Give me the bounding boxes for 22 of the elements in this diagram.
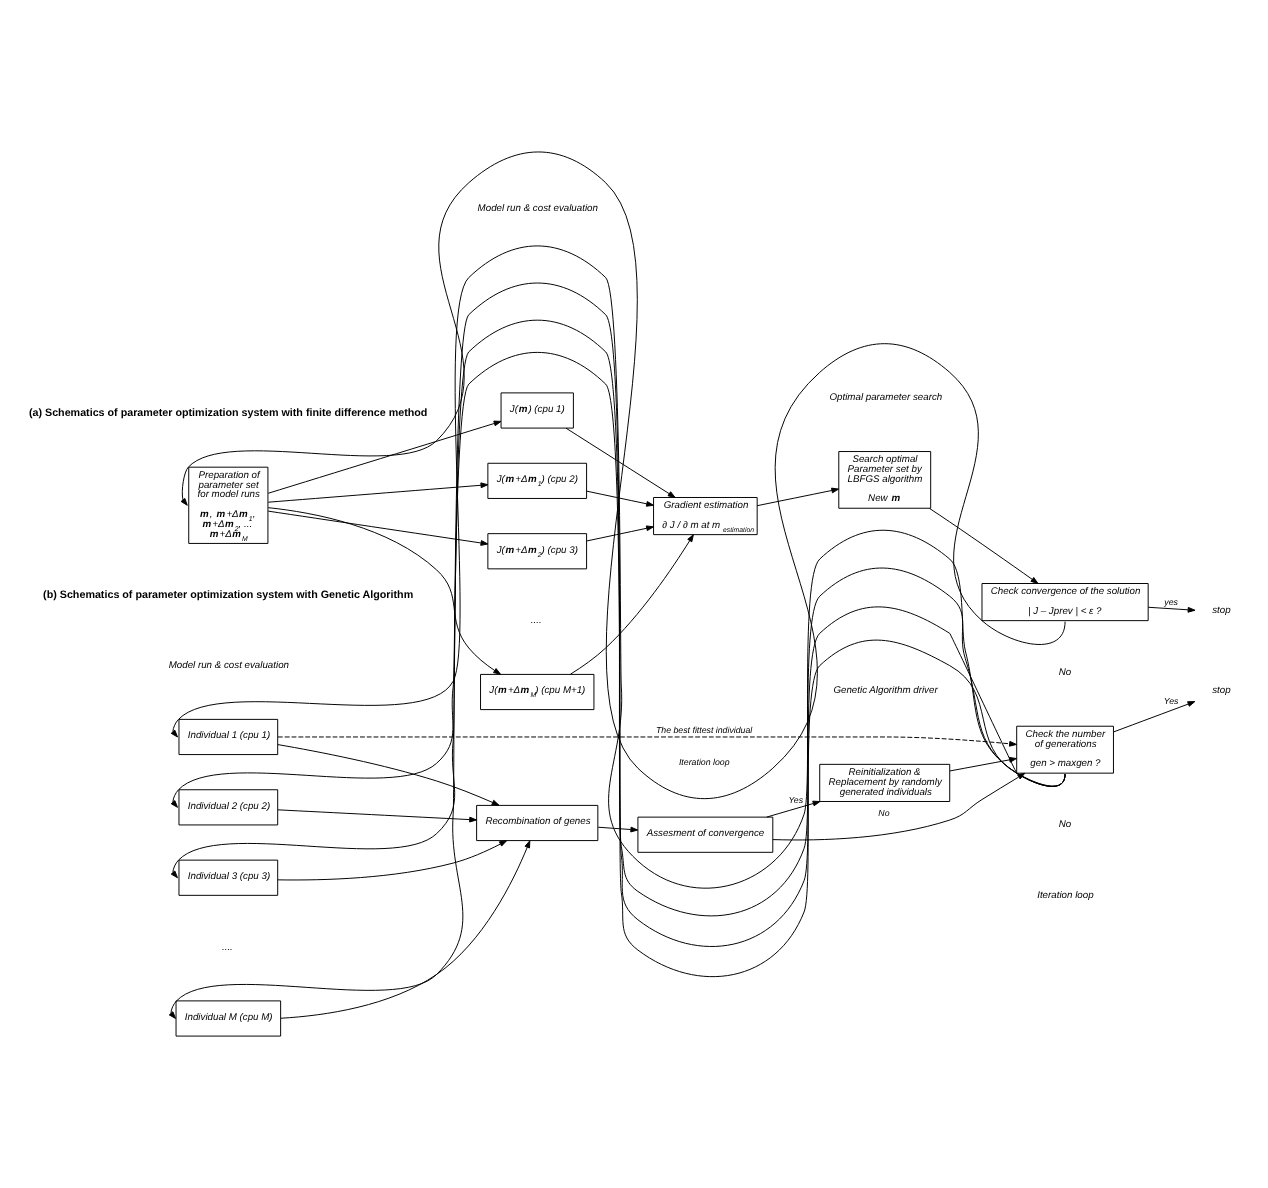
arrow — [277, 840, 508, 881]
arrow — [565, 427, 676, 498]
arrow — [277, 809, 477, 823]
arrow — [277, 744, 500, 806]
arrow — [949, 756, 1017, 772]
arrow — [168, 351, 1066, 1019]
arrow — [267, 507, 501, 675]
arrow — [586, 525, 654, 542]
arrow — [1147, 606, 1196, 613]
arrow — [267, 482, 489, 503]
arrow — [929, 507, 1039, 584]
arrow — [280, 840, 531, 1019]
arrow — [1113, 701, 1196, 733]
arrow — [766, 800, 821, 818]
arrow — [569, 534, 694, 675]
arrow — [756, 487, 840, 507]
arrow — [180, 151, 1066, 800]
arrow — [586, 490, 654, 507]
arrow — [267, 510, 489, 546]
arrow — [277, 736, 1017, 747]
arrow — [267, 420, 502, 494]
arrow — [597, 826, 639, 833]
